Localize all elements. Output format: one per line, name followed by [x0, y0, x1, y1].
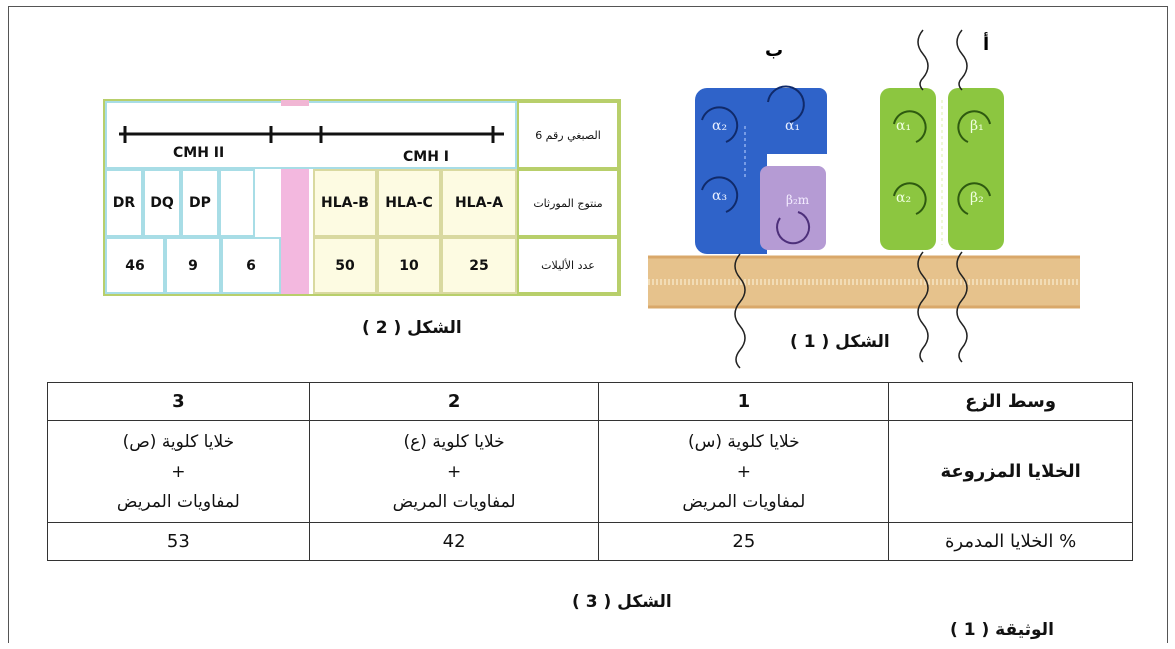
cultured-cells-row: خلايا كلوية (ص) + لمفاويات المريض خلايا …: [47, 420, 1133, 523]
alleles-dq: 9: [165, 237, 221, 294]
culture-cell-1-cells: خلايا كلوية (س): [687, 431, 800, 452]
gene-dp: DP: [181, 169, 219, 237]
cmh1-label: CMH I: [403, 149, 450, 165]
row-label-alleles: عدد الأليلات: [517, 237, 619, 294]
cultured-cells-label: الخلايا المزروعة: [888, 420, 1133, 523]
figure-3-caption: الشكل ( 3 ): [572, 592, 672, 612]
destroyed-2: 42: [308, 522, 600, 561]
table-header-row: 3 2 1 وسط الزع: [47, 382, 1133, 421]
label-b: ب: [765, 40, 783, 61]
figure-1-caption: الشكل ( 1 ): [790, 332, 890, 352]
culture-cell-3-plus: +: [171, 461, 186, 482]
green-beta2-label: β₂: [970, 190, 984, 206]
gene-spacer: [219, 169, 255, 237]
gene-dq: DQ: [143, 169, 181, 237]
culture-cell-2-lymphocytes: لمفاويات المريض: [392, 491, 516, 512]
alleles-dr: 46: [105, 237, 165, 294]
figure-2-table: CMH II CMH I الصبغي رقم 6 DR DQ DP HLA-B…: [103, 99, 621, 296]
chromosome-marker: [281, 100, 309, 106]
culture-cell-3-lymphocytes: لمفاويات المريض: [116, 491, 240, 512]
mhc-class-1-molecule: [695, 85, 827, 369]
alpha1-label: α₁: [785, 118, 800, 134]
gene-dr: DR: [105, 169, 143, 237]
alpha2-label: α₂: [712, 118, 727, 134]
chromosome-row: [105, 101, 517, 169]
document-caption: الوثيقة ( 1 ): [950, 620, 1054, 640]
alleles-hla-b: 50: [313, 237, 377, 294]
culture-cell-3-cells: خلايا كلوية (ص): [122, 431, 235, 452]
gene-hla-b: HLA-B: [313, 169, 377, 237]
alpha3-label: α₃: [712, 188, 727, 204]
culture-cell-3: خلايا كلوية (ص) + لمفاويات المريض: [47, 420, 310, 523]
column-2-header: 2: [308, 382, 600, 421]
green-beta1-label: β₁: [970, 118, 984, 134]
gene-hla-c: HLA-C: [377, 169, 441, 237]
gene-hla-a: HLA-A: [441, 169, 517, 237]
culture-cell-2-plus: +: [446, 461, 462, 482]
column-3-header: 3: [47, 382, 310, 421]
cell-membrane: [648, 255, 1080, 309]
alleles-dp: 6: [221, 237, 281, 294]
destroyed-3: 53: [47, 522, 310, 561]
culture-cell-1: خلايا كلوية (س) + لمفاويات المريض: [598, 420, 890, 523]
chromosome-line: [119, 126, 504, 143]
destroyed-1: 25: [598, 522, 890, 561]
figure-3-table: 3 2 1 وسط الزع خلايا كلوية (ص) + لمفاويا…: [47, 382, 1133, 561]
culture-cell-2: خلايا كلوية (ع) + لمفاويات المريض: [308, 420, 600, 523]
culture-cell-2-cells: خلايا كلوية (ع): [403, 431, 505, 452]
document-frame: [8, 6, 1168, 643]
green-alpha1-label: α₁: [896, 118, 911, 134]
culture-cell-1-lymphocytes: لمفاويات المريض: [682, 491, 806, 512]
cmh2-label: CMH II: [173, 145, 225, 161]
destroyed-row: 53 42 25 % الخلايا المدمرة: [47, 522, 1133, 561]
alleles-hla-a: 25: [441, 237, 517, 294]
row-label-chromosome: الصبغي رقم 6: [517, 101, 619, 169]
medium-header: وسط الزع: [888, 382, 1133, 421]
figure-1-diagram: α₂ α₁ α₃ β₂m α₁ α₂ β₁ β₂ ب أ: [648, 29, 1080, 369]
class3-region: [281, 169, 309, 294]
figure-2-caption: الشكل ( 2 ): [362, 318, 462, 338]
column-1-header: 1: [598, 382, 890, 421]
mhc-class-2-molecule: [880, 29, 1004, 363]
label-a: أ: [983, 32, 989, 55]
beta2m-label: β₂m: [786, 193, 810, 207]
destroyed-label: % الخلايا المدمرة: [888, 522, 1133, 561]
culture-cell-1-plus: +: [736, 461, 751, 482]
alleles-hla-c: 10: [377, 237, 441, 294]
green-alpha2-label: α₂: [896, 190, 911, 206]
row-label-genes: منتوج المورثات: [517, 169, 619, 237]
